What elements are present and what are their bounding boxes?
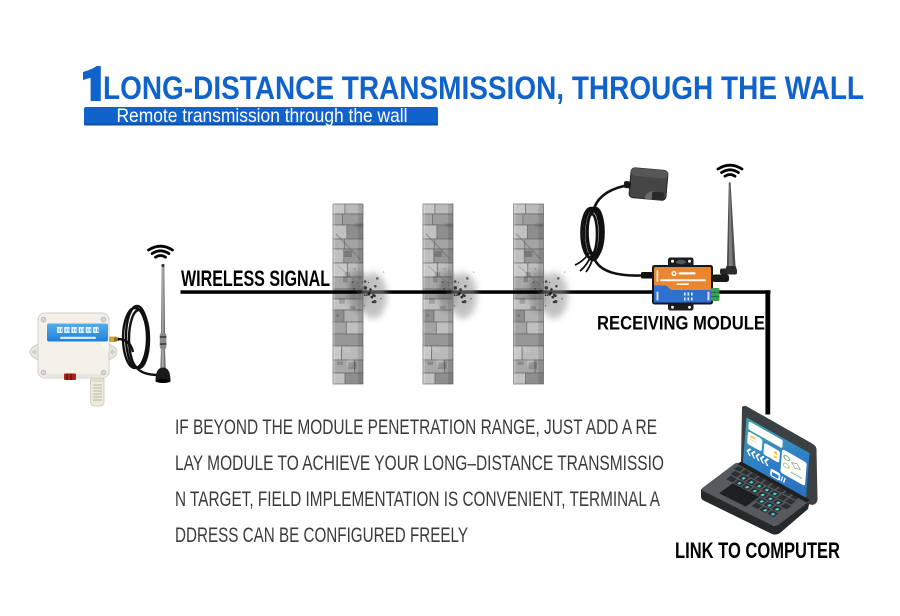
svg-text:WIRELESS SIGNAL: WIRELESS SIGNAL [181,266,330,291]
svg-text:LINK TO COMPUTER: LINK TO COMPUTER [675,538,840,563]
svg-text:LONG-DISTANCE TRANSMISSION, TH: LONG-DISTANCE TRANSMISSION, THROUGH THE … [103,70,864,106]
svg-text:Remote transmission through th: Remote transmission through the wall [117,106,408,127]
svg-text:LAY MODULE TO ACHIEVE YOUR LON: LAY MODULE TO ACHIEVE YOUR LONG–DISTANCE… [175,452,664,475]
svg-text:IF BEYOND THE MODULE PENETRATI: IF BEYOND THE MODULE PENETRATION RANGE, … [175,416,657,439]
svg-text:N TARGET, FIELD IMPLEMENTATION: N TARGET, FIELD IMPLEMENTATION IS CONVEN… [175,488,660,511]
svg-text:DDRESS CAN BE CONFIGURED FREEL: DDRESS CAN BE CONFIGURED FREELY [175,524,468,547]
svg-text:RECEIVING MODULE: RECEIVING MODULE [597,314,765,335]
